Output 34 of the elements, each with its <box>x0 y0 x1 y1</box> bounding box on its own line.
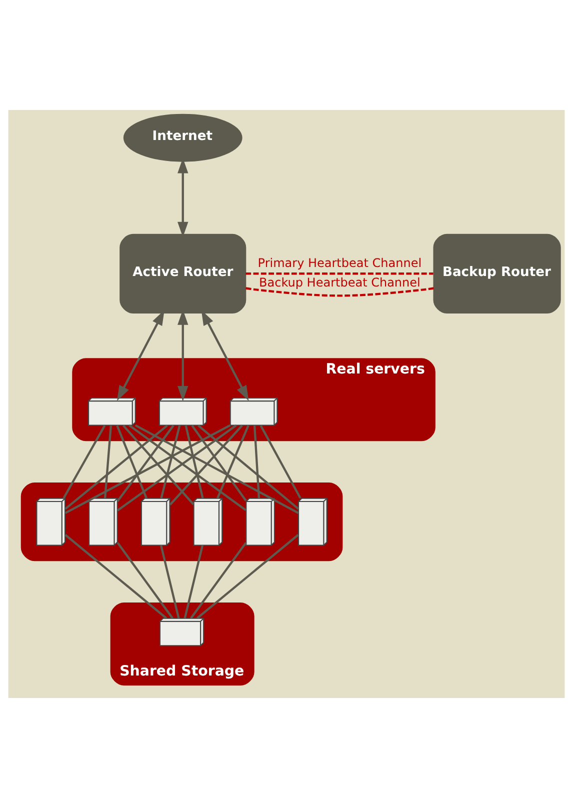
connector <box>122 424 194 506</box>
cluster <box>20 482 343 562</box>
cluster: Real servers <box>72 358 436 442</box>
connector <box>62 425 106 499</box>
connector <box>64 534 168 620</box>
node-box: Active Router <box>120 234 246 314</box>
node-box: Backup Router <box>433 234 561 314</box>
connector <box>104 425 112 498</box>
connector <box>160 425 181 498</box>
connector <box>64 424 231 514</box>
connector <box>134 424 299 514</box>
connector <box>260 425 302 499</box>
connector <box>253 425 260 498</box>
connector <box>191 424 247 502</box>
connector <box>246 272 434 275</box>
connector <box>184 425 204 498</box>
connector <box>184 545 204 619</box>
connector <box>128 424 246 512</box>
cluster: Shared Storage <box>110 602 254 686</box>
connector <box>116 424 174 502</box>
connector <box>169 424 243 506</box>
connector <box>160 545 180 619</box>
connector <box>116 425 148 499</box>
connector <box>196 534 299 620</box>
connector <box>198 424 300 510</box>
connector <box>216 425 250 499</box>
edge-label: Primary Heartbeat Channel <box>258 256 422 270</box>
connector <box>116 424 237 512</box>
connector <box>64 424 168 510</box>
node-ellipse: Internet <box>123 114 242 162</box>
edge-label: Backup Heartbeat Channel <box>259 276 420 290</box>
connector <box>116 542 174 619</box>
connector <box>246 287 434 297</box>
connector <box>190 542 247 619</box>
